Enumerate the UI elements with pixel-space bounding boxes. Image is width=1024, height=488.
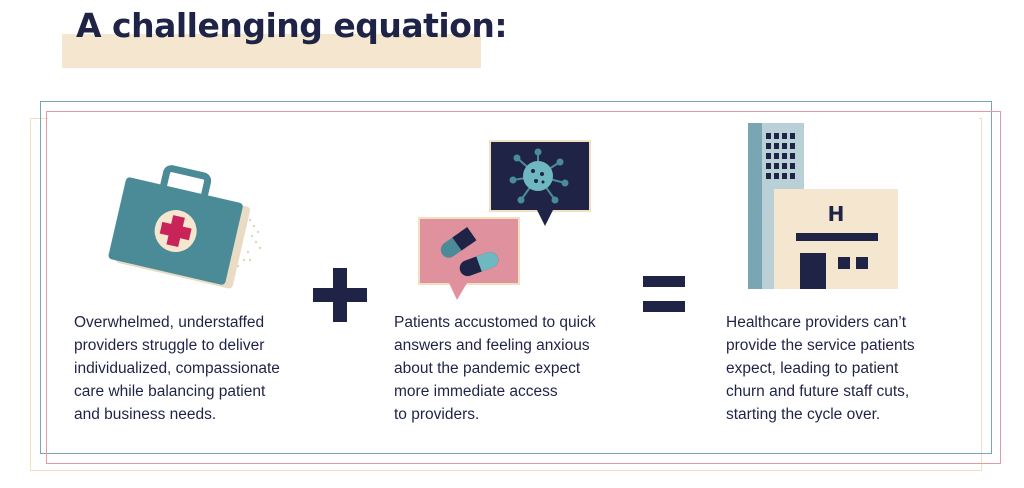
page-title: A challenging equation: — [76, 6, 508, 45]
caption-overwhelmed-providers: Overwhelmed, understaffed providers stru… — [74, 314, 280, 423]
pills-bubble-icon — [418, 217, 520, 300]
chat-bubbles-pills-virus-icon — [418, 140, 591, 300]
hospital-building-icon: H — [748, 123, 898, 289]
medical-kit-icon — [108, 165, 262, 289]
title-highlight — [62, 34, 481, 68]
equals-icon — [643, 276, 685, 312]
caption-anxious-patients: Patients accustomed to quick answers and… — [394, 314, 596, 423]
hospital-sign: H — [828, 202, 845, 226]
caption-service-gap: Healthcare providers can’t provide the s… — [726, 314, 915, 423]
plus-icon — [313, 268, 367, 322]
frame-pink — [46, 111, 1001, 464]
virus-bubble-icon — [489, 140, 591, 226]
frame-blue — [40, 101, 992, 454]
